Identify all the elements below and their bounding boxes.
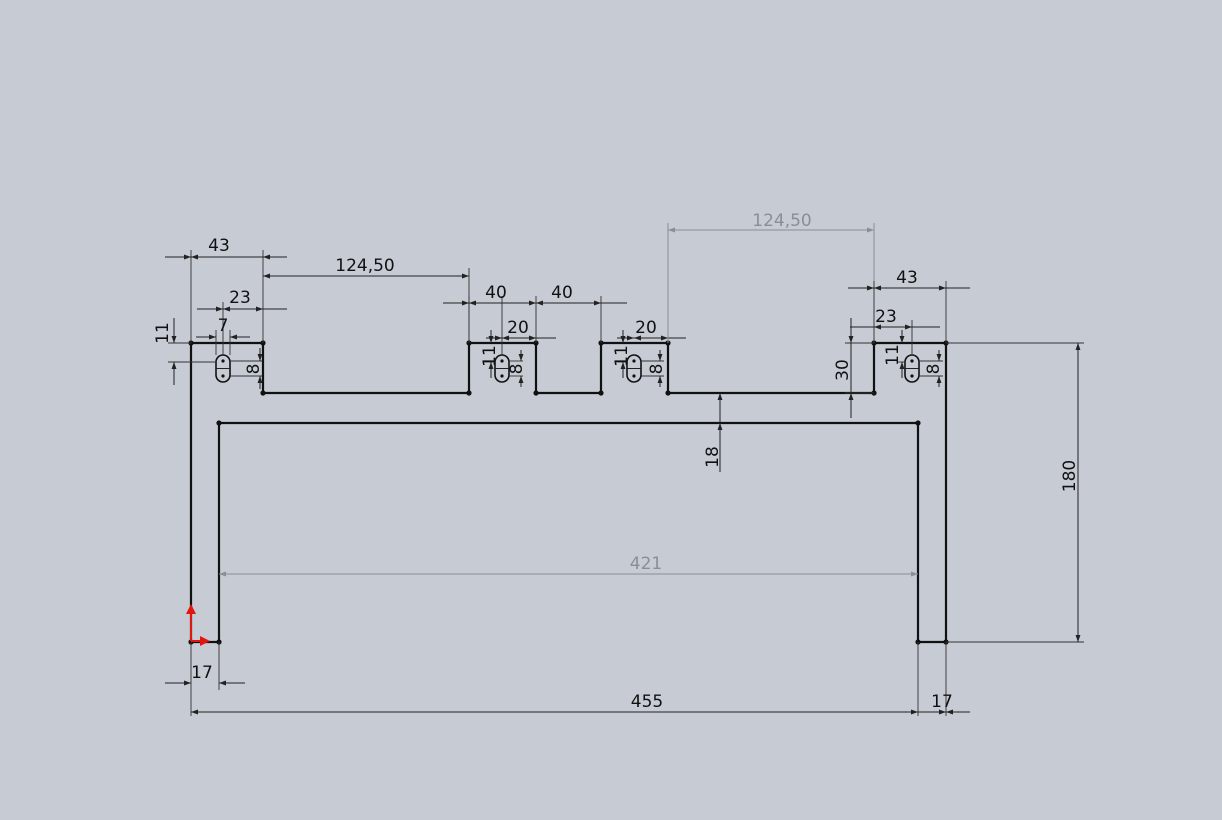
dimension-label: 8 [924, 364, 944, 375]
dimension-23-right[interactable]: 23 [850, 307, 940, 355]
dimension-label: 8 [244, 364, 264, 375]
dimension-17-left[interactable]: 17 [165, 642, 245, 716]
dimension-421[interactable]: 421 [219, 554, 918, 577]
dimension-label: 20 [507, 318, 529, 338]
slot-4[interactable] [904, 354, 920, 383]
outer-profile-line[interactable] [189, 341, 948, 644]
dimension-20-a[interactable]: 20 [486, 318, 556, 341]
dimension-label: 8 [647, 364, 667, 375]
sketch-profile[interactable] [189, 341, 948, 644]
dimension-label: 23 [229, 288, 251, 308]
dimension-label: 11 [480, 345, 500, 367]
dimension-label: 23 [875, 307, 897, 327]
dimension-8-slot-1[interactable]: 8 [230, 348, 264, 389]
dimension-label: 7 [218, 316, 229, 336]
dimension-label: 124,50 [752, 211, 811, 231]
dimension-43-left[interactable]: 43 [165, 236, 287, 343]
dimension-label: 40 [485, 283, 507, 303]
dimension-20-b[interactable]: 20 [617, 318, 686, 341]
sketch-vertices [188, 340, 949, 645]
dimension-8-slot-3[interactable]: 8 [641, 350, 667, 387]
dimension-label: 11 [883, 344, 903, 366]
dimension-label: 421 [630, 554, 662, 574]
dimension-7[interactable]: 7 [196, 316, 250, 355]
dimension-11-left[interactable]: 11 [153, 318, 216, 385]
slot-1[interactable] [215, 354, 231, 383]
dimension-label: 11 [612, 345, 632, 367]
dimension-label: 43 [208, 236, 230, 256]
dimension-label: 8 [507, 364, 527, 375]
dimension-180[interactable]: 180 [946, 342, 1084, 643]
dimension-11-slot-2[interactable]: 11 [480, 330, 500, 378]
dimension-124-50-right[interactable]: 124,50 [667, 211, 875, 343]
dimension-label: 180 [1060, 460, 1080, 492]
dimension-8-slot-2[interactable]: 8 [507, 350, 527, 387]
dimension-40-a[interactable]: 40 [443, 283, 536, 355]
dimension-11-right[interactable]: 11 [883, 330, 905, 378]
dimension-label: 30 [833, 359, 853, 381]
dimension-label: 124,50 [335, 256, 394, 276]
dimension-label: 17 [191, 663, 213, 683]
dimension-label: 43 [896, 268, 918, 288]
dimension-label: 20 [635, 318, 657, 338]
dimension-43-right[interactable]: 43 [848, 268, 970, 343]
dimension-label: 17 [931, 692, 953, 712]
dimension-label: 18 [703, 446, 723, 468]
dimension-18[interactable]: 18 [703, 393, 723, 472]
sketch-origin-icon [186, 604, 210, 646]
dimension-455[interactable]: 455 [191, 642, 947, 716]
slot-3[interactable] [626, 354, 642, 383]
dimension-8-slot-4[interactable]: 8 [919, 350, 944, 387]
dimension-label: 11 [153, 322, 173, 344]
dimension-label: 40 [551, 283, 573, 303]
dimension-label: 455 [631, 692, 663, 712]
dimension-23-left[interactable]: 23 [197, 288, 287, 355]
dimension-124-50-left[interactable]: 124,50 [263, 256, 470, 343]
dimension-40-b[interactable]: 40 [535, 283, 627, 343]
dimension-17-right[interactable]: 17 [892, 692, 970, 715]
dimension-11-slot-3[interactable]: 11 [612, 330, 632, 378]
dimension-30[interactable]: 30 [833, 318, 874, 418]
